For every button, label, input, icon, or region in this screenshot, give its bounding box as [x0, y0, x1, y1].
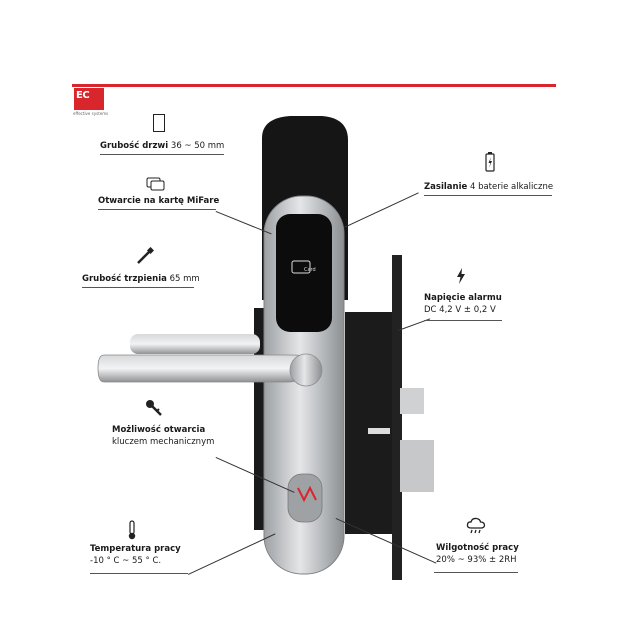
card-reader-icon	[291, 260, 311, 274]
latch-bolt	[400, 388, 424, 414]
feature-mifare: Otwarcie na kartę MiFare	[98, 195, 228, 210]
rear-handle	[130, 334, 260, 354]
feature-humidity-label: Wilgotność pracy	[436, 543, 519, 553]
brand-logo-subtitle: effective systems	[73, 111, 109, 116]
feature-power: Zasilanie 4 baterie alkaliczne	[424, 181, 564, 196]
thermometer-icon	[127, 520, 137, 544]
feature-spindle: Grubość trzpienia 65 mm	[82, 273, 212, 288]
feature-mifare-rule	[98, 209, 216, 210]
brand-logo-text: EC	[76, 90, 90, 101]
key-cover-logo	[297, 485, 317, 503]
feature-key: Możliwość otwarcia kluczem mechanicznym	[112, 424, 232, 448]
feature-temperature-rule	[90, 573, 188, 574]
feature-mifare-label: Otwarcie na kartę MiFare	[98, 196, 220, 206]
feature-spindle-rule	[82, 287, 194, 288]
feature-door-thickness-rule	[100, 154, 224, 155]
feature-door-thickness-value: 36 ~ 50 mm	[170, 141, 225, 151]
screw-icon	[136, 246, 155, 269]
card-label: Card	[304, 267, 316, 273]
feature-temperature-value: -10 ° C ~ 55 ° C.	[90, 556, 162, 566]
feature-temperature-label: Temperatura pracy	[90, 544, 181, 554]
battery-icon	[485, 152, 495, 176]
feature-spindle-value: 65 mm	[169, 274, 200, 284]
feature-alarm-label: Napięcie alarmu	[424, 293, 502, 303]
mortise-body	[345, 312, 397, 534]
header-red-rule	[72, 84, 556, 87]
feature-door-thickness: Grubość drzwi 36 ~ 50 mm	[100, 140, 240, 155]
rain-cloud-icon	[466, 517, 486, 539]
feature-power-value: 4 baterie alkaliczne	[469, 182, 554, 192]
feature-alarm-value: DC 4,2 V ± 0,2 V	[424, 305, 496, 315]
mortise-faceplate	[392, 255, 402, 580]
brand-logo	[74, 88, 104, 110]
feature-alarm: Napięcie alarmu DC 4,2 V ± 0,2 V	[424, 292, 564, 321]
feature-humidity-value: 20% ~ 93% ± 2RH	[436, 555, 517, 565]
key-icon	[145, 399, 163, 421]
handle-rosette	[289, 353, 323, 387]
lightning-icon	[456, 268, 466, 288]
cards-icon	[146, 176, 166, 195]
front-handle	[97, 354, 319, 383]
cylinder-slot	[368, 428, 390, 434]
feature-door-thickness-label: Grubość drzwi	[100, 141, 169, 151]
feature-key-label: Możliwość otwarcia	[112, 425, 206, 435]
feature-temperature: Temperatura pracy -10 ° C ~ 55 ° C.	[90, 543, 210, 574]
feature-power-label: Zasilanie	[424, 182, 468, 192]
feature-power-rule	[424, 195, 552, 196]
feature-humidity-rule	[434, 572, 518, 573]
door-icon	[153, 114, 165, 132]
dead-bolt	[400, 440, 434, 492]
feature-alarm-rule	[424, 320, 502, 321]
feature-humidity: Wilgotność pracy 20% ~ 93% ± 2RH	[434, 542, 556, 573]
feature-key-value: kluczem mechanicznym	[112, 437, 215, 447]
feature-spindle-label: Grubość trzpienia	[82, 274, 167, 284]
